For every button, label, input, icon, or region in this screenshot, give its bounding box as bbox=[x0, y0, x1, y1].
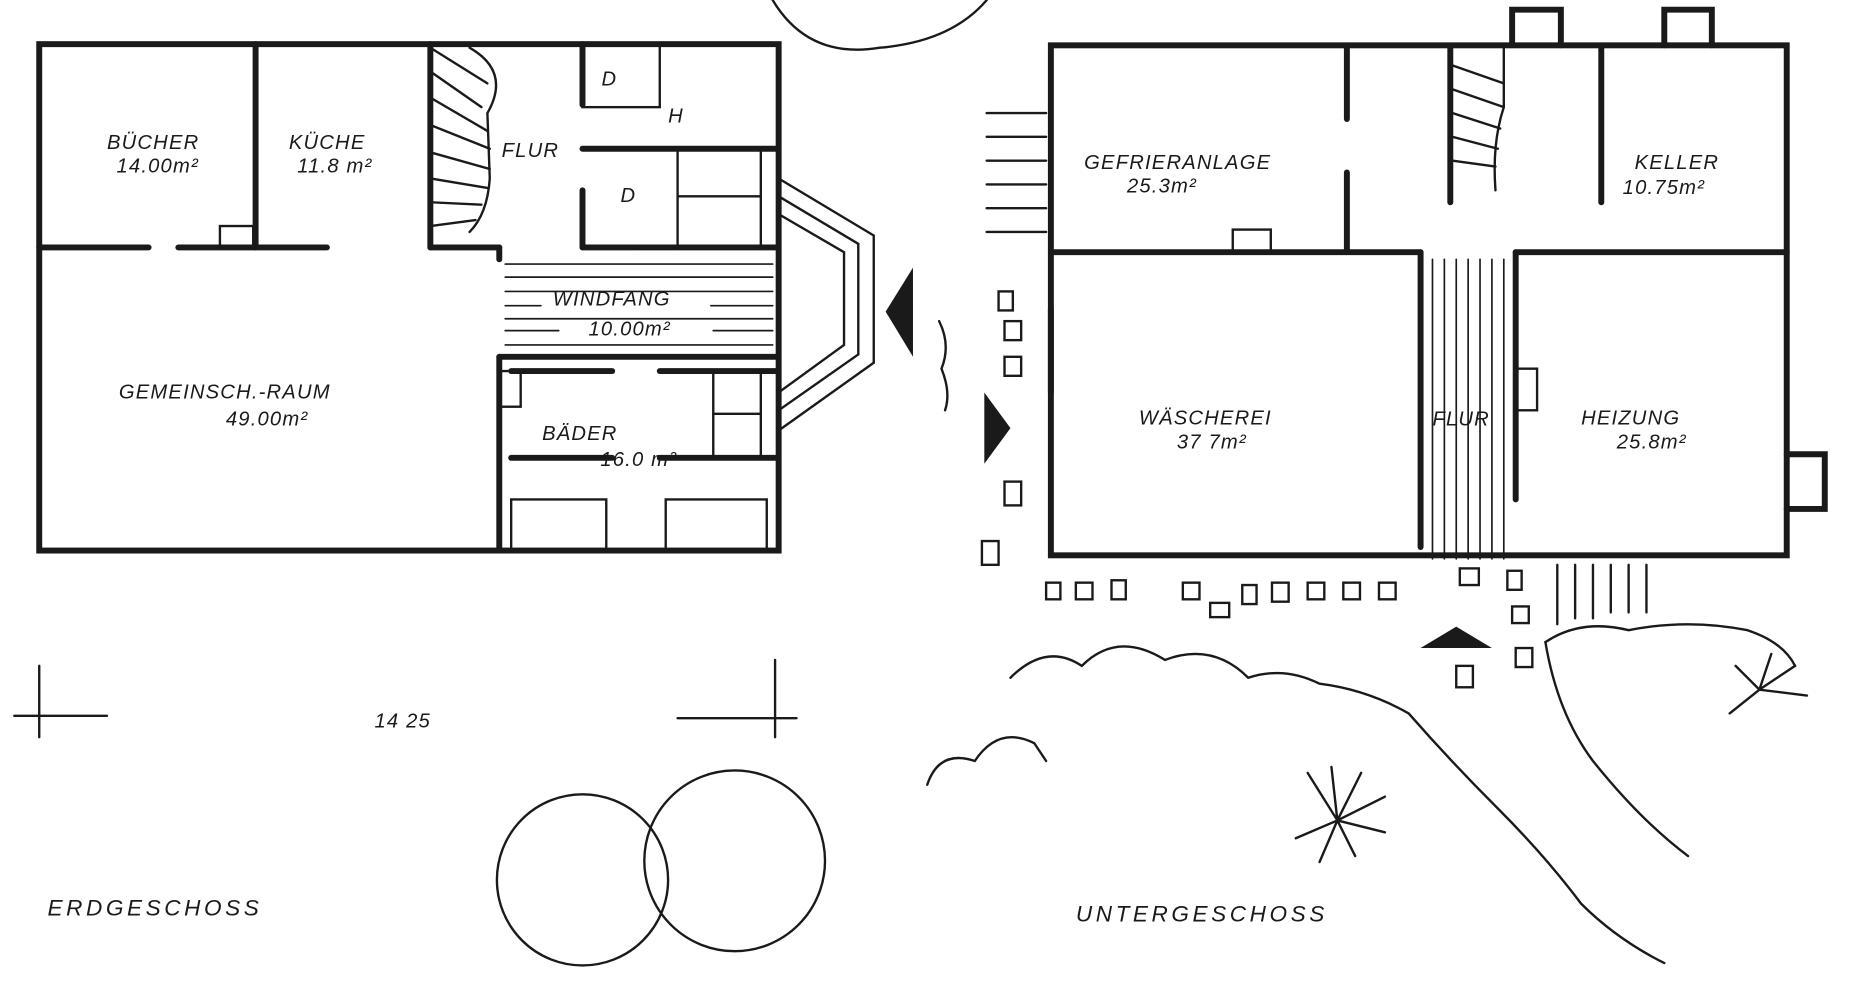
dimension-line bbox=[13, 658, 798, 739]
room-area-baeder: 16.0 m² bbox=[600, 449, 677, 471]
room-name-kueche: KÜCHE bbox=[289, 132, 366, 154]
basement-flur-hatching bbox=[1431, 258, 1505, 560]
hedge-outlines bbox=[926, 319, 1797, 965]
ground-floor-fixtures bbox=[218, 42, 768, 552]
room-name-buecher: BÜCHER bbox=[107, 132, 199, 154]
room-area-keller: 10.75m² bbox=[1623, 177, 1705, 199]
room-area-heizung: 25.8m² bbox=[1616, 431, 1687, 453]
room-name-gemeinschaftsraum: GEMEINSCH.-RAUM bbox=[119, 381, 331, 403]
shrub-icons bbox=[1294, 652, 1809, 864]
basement-outer-wall bbox=[1047, 42, 1790, 559]
ground-floor-plan: BÜCHER 14.00m² KÜCHE 11.8 m² FLUR WINDFA… bbox=[13, 0, 988, 967]
mark-d: D bbox=[621, 185, 637, 207]
windfang-hatching bbox=[504, 263, 774, 346]
room-area-waescherei: 37 7m² bbox=[1177, 431, 1247, 453]
basement-plan: GEFRIERANLAGE 25.3m² KELLER 10.75m² WÄSC… bbox=[926, 6, 1828, 965]
room-name-waescherei: WÄSCHEREI bbox=[1139, 408, 1272, 430]
mark-h: H bbox=[668, 106, 684, 128]
entrance-ramp bbox=[777, 177, 875, 432]
ground-floor-outer-wall bbox=[36, 41, 782, 554]
room-area-gemeinschaftsraum: 49.00m² bbox=[226, 409, 308, 431]
entrance-arrow-icon bbox=[885, 267, 913, 357]
ground-floor-title: ERDGESCHOSS bbox=[48, 896, 263, 921]
room-area-buecher: 14.00m² bbox=[117, 156, 199, 178]
basement-inner-walls bbox=[1047, 6, 1828, 550]
mark-d-top: D bbox=[602, 69, 618, 91]
room-area-gefrieranlage: 25.3m² bbox=[1126, 176, 1197, 198]
room-name-flur: FLUR bbox=[502, 140, 559, 162]
room-area-kueche: 11.8 m² bbox=[297, 156, 372, 178]
basement-title: UNTERGESCHOSS bbox=[1076, 901, 1328, 926]
room-name-keller: KELLER bbox=[1635, 152, 1720, 174]
paving-stones bbox=[980, 111, 1648, 689]
basement-entrance-arrow-icon bbox=[1420, 626, 1492, 649]
room-area-windfang: 10.00m² bbox=[588, 318, 670, 340]
room-name-basement-flur: FLUR bbox=[1432, 409, 1489, 431]
basement-fixtures bbox=[1231, 46, 1539, 412]
side-entrance-arrow-icon bbox=[984, 392, 1011, 464]
room-name-baeder: BÄDER bbox=[542, 423, 618, 445]
tree-icons bbox=[495, 0, 988, 967]
room-name-gefrieranlage: GEFRIERANLAGE bbox=[1084, 152, 1271, 174]
room-name-heizung: HEIZUNG bbox=[1581, 408, 1680, 430]
room-name-windfang: WINDFANG bbox=[553, 289, 671, 311]
dimension-label: 14 25 bbox=[374, 711, 430, 733]
